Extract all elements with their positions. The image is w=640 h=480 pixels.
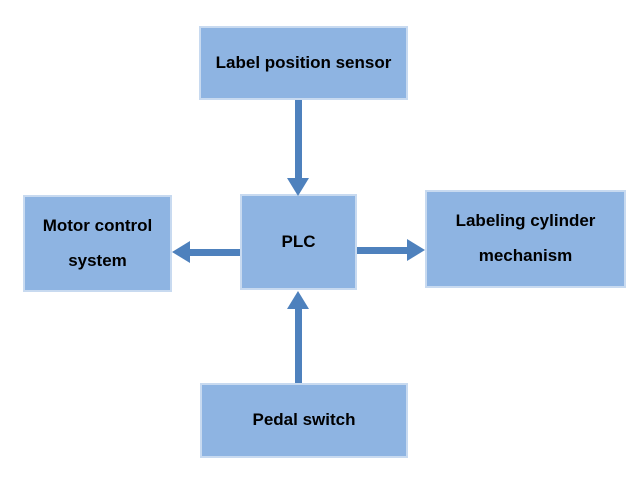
node-label: Label position sensor — [215, 52, 392, 72]
node-plc: PLC — [240, 194, 357, 290]
arrow-head-up-icon — [287, 291, 309, 309]
node-label: Motor control system — [42, 215, 153, 270]
node-pedal-switch: Pedal switch — [200, 383, 408, 458]
arrow-shaft — [357, 246, 407, 254]
arrow-head-right-icon — [407, 239, 425, 261]
arrow-shaft — [294, 309, 302, 383]
node-label: PLC — [281, 231, 316, 251]
arrow-head-down-icon — [287, 178, 309, 196]
node-motor-control-system: Motor control system — [23, 195, 172, 292]
arrow-sensor-to-plc — [287, 100, 309, 196]
arrow-pedal-to-plc — [287, 291, 309, 383]
node-label-position-sensor: Label position sensor — [199, 26, 408, 100]
node-label: Pedal switch — [252, 410, 356, 430]
arrow-plc-to-motor — [172, 241, 240, 263]
arrow-shaft — [190, 248, 240, 256]
arrow-head-left-icon — [172, 241, 190, 263]
node-labeling-cylinder-mechanism: Labeling cylinder mechanism — [425, 190, 626, 288]
arrow-shaft — [294, 100, 302, 178]
node-label: Labeling cylinder mechanism — [455, 211, 596, 265]
arrow-plc-to-cylinder — [357, 239, 425, 261]
